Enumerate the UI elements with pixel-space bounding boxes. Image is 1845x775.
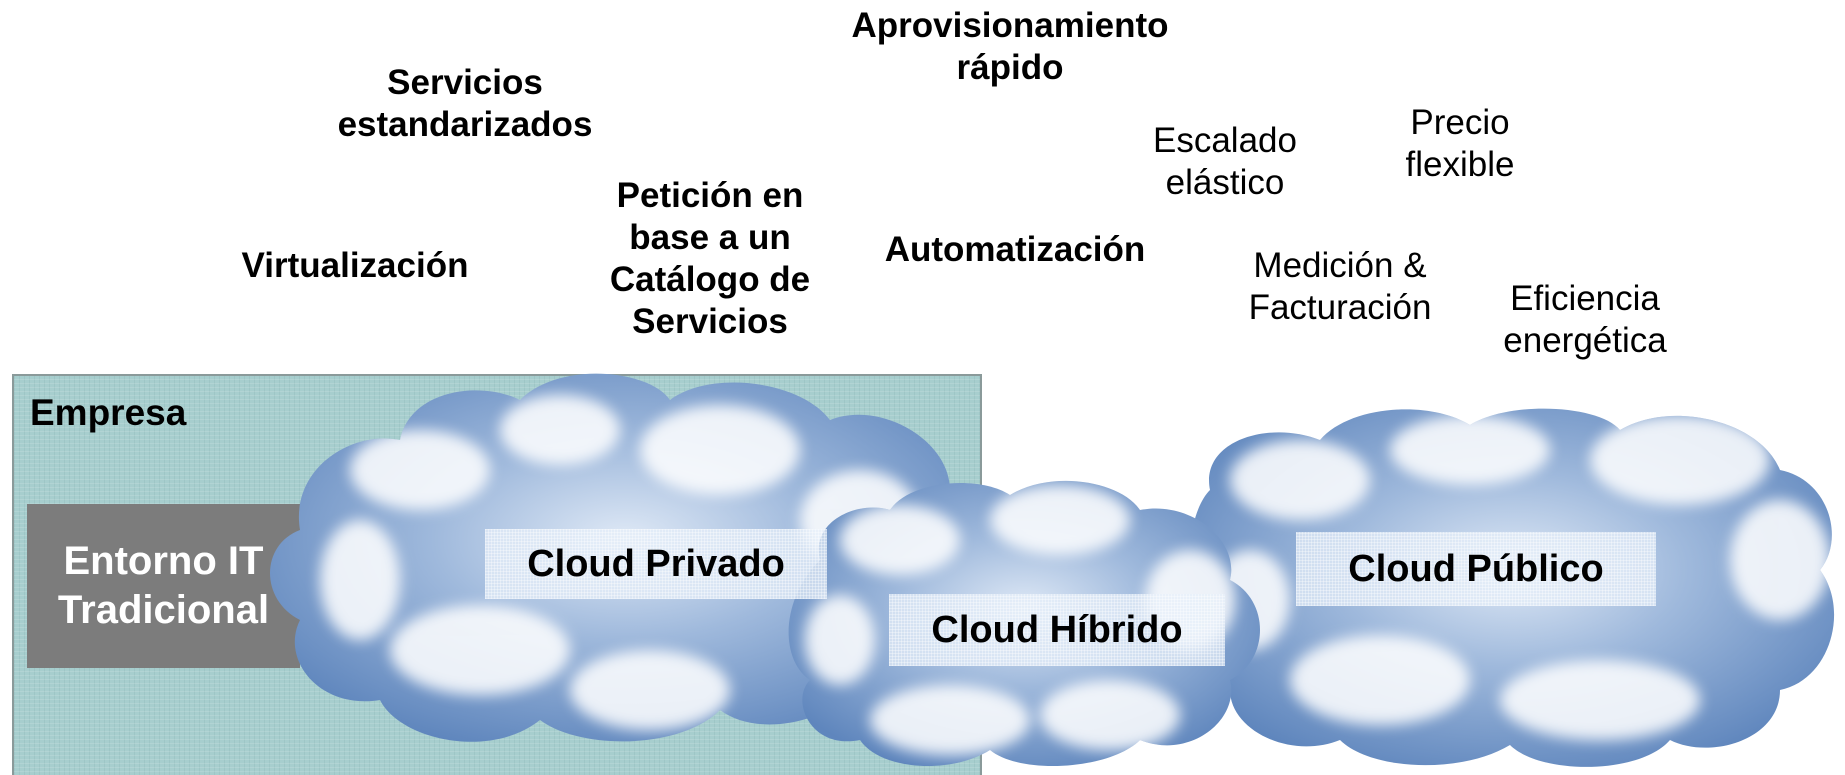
feature-escalado: Escalado elástico [1153, 121, 1297, 202]
public-cloud-label: Cloud Público [1296, 532, 1656, 606]
feature-medicion: Medición & Facturación [1248, 246, 1432, 327]
traditional-it-box: Entorno IT Tradicional [27, 504, 300, 668]
feature-aprovisionamiento: Aprovisionamiento rápido [851, 6, 1169, 87]
feature-peticion: Petición en base a un Catálogo de Servic… [609, 176, 811, 341]
private-cloud-label: Cloud Privado [485, 529, 827, 599]
enterprise-label: Empresa [30, 392, 187, 433]
feature-eficiencia: Eficiencia energética [1503, 279, 1667, 360]
feature-virtualizacion: Virtualización [241, 246, 469, 285]
feature-automatizacion: Automatización [884, 230, 1146, 269]
feature-precio: Precio flexible [1405, 103, 1515, 184]
hybrid-cloud-label: Cloud Híbrido [889, 594, 1225, 666]
feature-servicios: Servicios estandarizados [337, 63, 593, 144]
